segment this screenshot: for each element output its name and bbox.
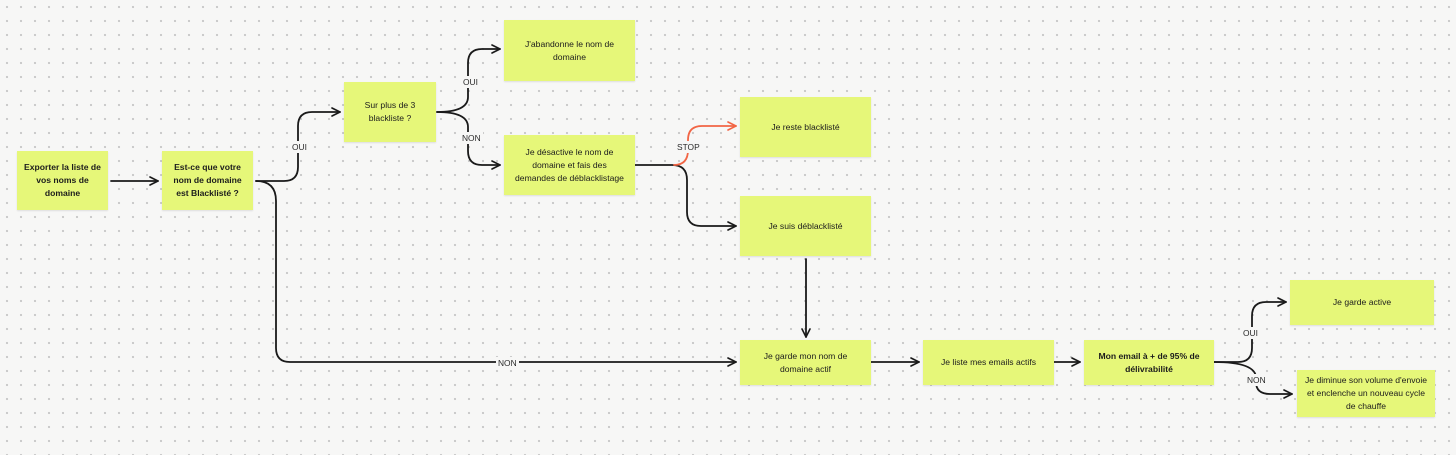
node-deliverability-check[interactable]: Mon email à + de 95% de délivrabilité xyxy=(1084,340,1214,385)
node-more-than-3-blacklists[interactable]: Sur plus de 3 blackliste ? xyxy=(344,82,436,142)
edge-label-non-more-than-3: NON xyxy=(460,132,483,144)
node-abandon-domain[interactable]: J'abandonne le nom de domaine xyxy=(504,20,635,81)
edge-label-oui-deliverability: OUI xyxy=(1241,327,1260,339)
edge-label-non-deliverability: NON xyxy=(1245,374,1268,386)
node-reduce-volume[interactable]: Je diminue son volume d'envoie et enclen… xyxy=(1297,370,1435,417)
node-unblacklisted[interactable]: Je suis déblacklisté xyxy=(740,196,871,256)
node-keep-domain-active[interactable]: Je garde mon nom de domaine actif xyxy=(740,340,871,385)
edge-label-oui-blacklisted: OUI xyxy=(290,141,309,153)
edge-question-non xyxy=(255,180,737,367)
node-export-domains[interactable]: Exporter la liste de vos noms de domaine xyxy=(17,151,108,210)
edge-deactivate-to-unblacklisted xyxy=(634,164,737,231)
node-blacklisted-question[interactable]: Est-ce que votre nom de domaine est Blac… xyxy=(162,151,253,210)
edge-label-non-blacklisted: NON xyxy=(496,357,519,369)
edge-label-oui-more-than-3: OUI xyxy=(461,76,480,88)
node-keep-active[interactable]: Je garde active xyxy=(1290,280,1434,325)
node-deactivate-domain[interactable]: Je désactive le nom de domaine et fais d… xyxy=(504,135,635,195)
node-still-blacklisted[interactable]: Je reste blacklisté xyxy=(740,97,871,157)
edge-deactivate-stop xyxy=(673,121,737,166)
edge-more-than-3-oui xyxy=(436,44,501,113)
edge-more-than-3-non xyxy=(436,111,501,170)
node-list-active-emails[interactable]: Je liste mes emails actifs xyxy=(923,340,1054,385)
edge-label-stop: STOP xyxy=(675,141,702,153)
